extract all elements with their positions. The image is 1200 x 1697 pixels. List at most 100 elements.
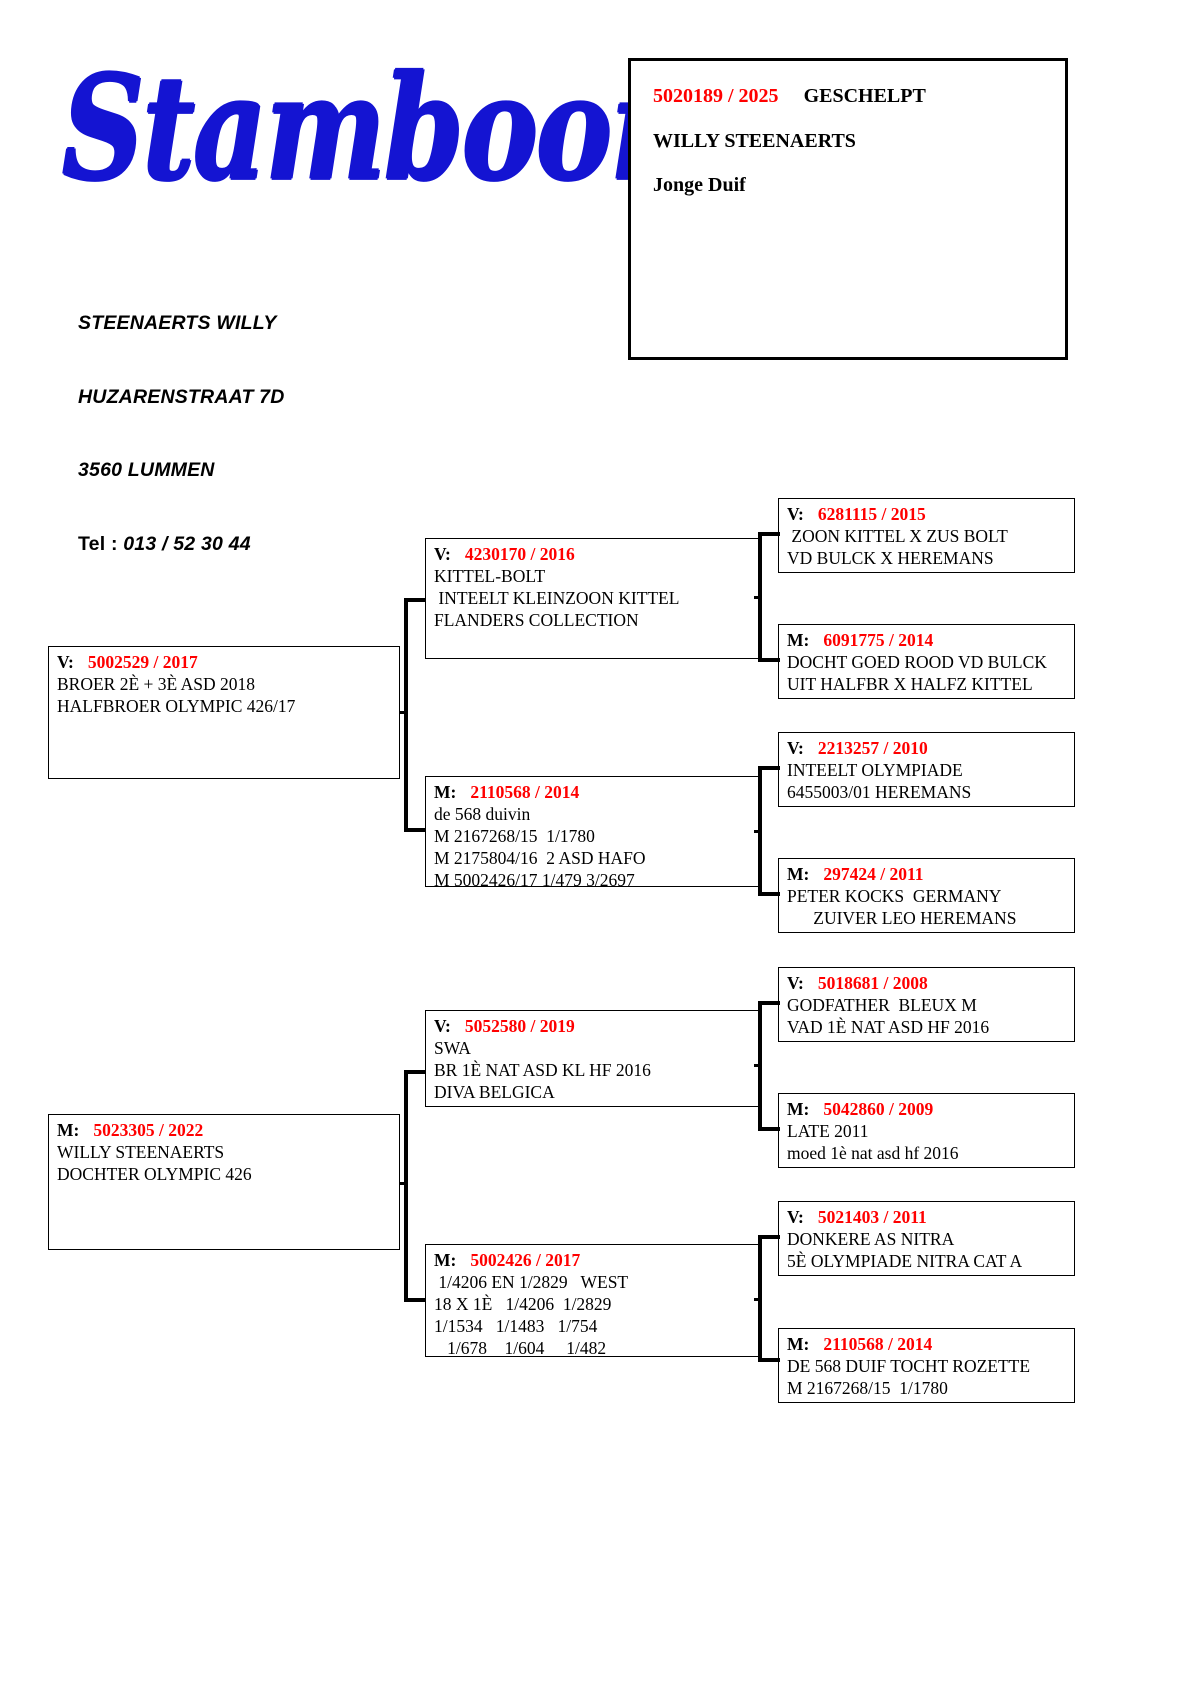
ds-sire-sex: V:	[787, 973, 804, 993]
dd-dam-ring: 2110568 / 2014	[823, 1334, 933, 1354]
ss-dam-line-2: UIT HALFBR X HALFZ KITTEL	[787, 674, 1033, 694]
pedigree-box-sire: V:5002529 / 2017 BROER 2È + 3È ASD 2018 …	[48, 646, 400, 779]
ss-sire-sex: V:	[787, 504, 804, 524]
sire-header: V: 5002529 / 2017	[57, 651, 399, 673]
address-line-2: HUZARENSTRAAT 7D	[78, 385, 285, 408]
address-line-3: 3560 LUMMEN	[78, 459, 215, 481]
sire-dam-ring: 2110568 / 2014	[470, 782, 580, 802]
dam-dam-line-4: 1/678 1/604 1/482	[434, 1338, 607, 1357]
sd-sire-line-2: 6455003/01 HEREMANS	[787, 782, 972, 802]
connector-sd-stem	[754, 830, 760, 833]
owner-address: STEENAERTS WILLY HUZARENSTRAAT 7D 3560 L…	[78, 262, 285, 605]
dam-ring: 5023305 / 2022	[93, 1120, 204, 1140]
pedigree-box-sire-dam: M: 2110568 / 2014 de 568 duivin M 2167268…	[425, 776, 760, 887]
ss-sire-ring: 6281115 / 2015	[817, 504, 926, 524]
pedigree-box-ss-sire: V:6281115 / 2015 ZOON KITTEL X ZUS BOLT …	[778, 498, 1075, 573]
pigeon-status	[779, 85, 804, 107]
sire-sire-line-1: KITTEL-BOLT	[434, 566, 546, 586]
sire-line-1: BROER 2È + 3È ASD 2018	[57, 674, 256, 694]
dam-dam-line-1: 1/4206 EN 1/2829 WEST	[434, 1272, 629, 1292]
sire-line-2: HALFBROER OLYMPIC 426/17	[57, 696, 296, 716]
address-line-1: STEENAERTS WILLY	[78, 312, 277, 334]
connector-sire-stem	[400, 711, 406, 714]
sd-dam-line-2: ZUIVER LEO HEREMANS	[787, 908, 1017, 928]
connector-sire-bottom-arm	[404, 828, 426, 832]
dd-dam-sex: M:	[787, 1334, 810, 1354]
pigeon-ring-number: 5020189 / 2025	[653, 85, 779, 107]
dam-sire-header: V:5052580 / 2019	[434, 1015, 759, 1037]
dd-sire-sex: V:	[787, 1207, 804, 1227]
ss-sire-line-1: ZOON KITTEL X ZUS BOLT	[787, 526, 1008, 546]
ss-dam-header: M:6091775 / 2014	[787, 629, 1074, 651]
sd-dam-ring: 297424 / 2011	[823, 864, 924, 884]
sire-ring: 5002529 / 2017	[87, 652, 198, 672]
tel-number: 013 / 52 30 44	[123, 532, 251, 555]
sire-sex: V:	[57, 652, 74, 672]
dam-dam-header: M:5002426 / 2017	[434, 1249, 759, 1271]
dam-sire-sex: V:	[434, 1016, 451, 1036]
ss-sire-header: V: 6281115 / 2015	[787, 503, 1074, 525]
connector-dd-stem	[754, 1298, 760, 1301]
pedigree-box-sd-sire: V:2213257 / 2010 INTEELT OLYMPIADE 64550…	[778, 732, 1075, 807]
connector-ds-stem	[754, 1064, 760, 1067]
connector-dd-spine	[758, 1235, 762, 1362]
sd-dam-header: M: 297424 / 2011	[787, 863, 1074, 885]
sire-sire-line-2: INTEELT KLEINZOON KITTEL	[434, 588, 680, 608]
connector-dam-spine	[404, 1070, 408, 1302]
sire-sire-line-3: FLANDERS COLLECTION	[434, 610, 639, 630]
connector-sd-spine	[758, 766, 762, 896]
sire-dam-line-1: de 568 duivin	[434, 804, 531, 824]
dam-sex: M:	[57, 1120, 80, 1140]
pedigree-box-dd-dam: M: 2110568 / 2014 DE 568 DUIF TOCHT ROZET…	[778, 1328, 1075, 1403]
pedigree-box-dam: M: 5023305 / 2022 WILLY STEENAERTS DOCHTE…	[48, 1114, 400, 1250]
pedigree-box-ds-dam: M:5042860 / 2009 LATE 2011 moed 1è nat a…	[778, 1093, 1075, 1168]
connector-ss-bottom-arm	[758, 658, 780, 662]
pigeon-owner: WILLY STEENAERTS	[653, 130, 856, 152]
dam-dam-line-2: 18 X 1È 1/4206 1/2829	[434, 1294, 612, 1314]
connector-ss-top-arm	[758, 532, 780, 536]
ds-sire-ring: 5018681 / 2008	[817, 973, 928, 993]
connector-dd-bottom-arm	[758, 1358, 780, 1362]
connector-ds-spine	[758, 1001, 762, 1131]
pedigree-box-dam-dam: M:5002426 / 2017 1/4206 EN 1/2829 WEST 1…	[425, 1244, 760, 1357]
pigeon-id-box: 5020189 / 2025 GESCHELPT WILLY STEENAERT…	[628, 58, 1068, 360]
dam-line-2: DOCHTER OLYMPIC 426	[57, 1164, 252, 1184]
dd-sire-ring: 5021403 / 2011	[817, 1207, 927, 1227]
sire-dam-line-2: M 2167268/15 1/1780	[434, 826, 595, 846]
dam-header: M: 5023305 / 2022	[57, 1119, 399, 1141]
sire-sire-sex: V:	[434, 544, 451, 564]
dam-dam-line-3: 1/1534 1/1483 1/754	[434, 1316, 598, 1336]
dd-dam-line-2: M 2167268/15 1/1780	[787, 1378, 948, 1398]
ds-sire-line-1: GODFATHER BLEUX M	[787, 995, 977, 1015]
sire-dam-header: M: 2110568 / 2014	[434, 781, 759, 803]
sire-dam-line-4: M 5002426/17 1/479 3/2697	[434, 870, 635, 887]
pedigree-box-sire-sire: V:4230170 / 2016 KITTEL-BOLT INTEELT KLE…	[425, 538, 760, 659]
pigeon-status-label: GESCHELPT	[803, 85, 926, 107]
dam-sire-line-3: DIVA BELGICA	[434, 1082, 555, 1102]
sd-sire-header: V:2213257 / 2010	[787, 737, 1074, 759]
address-tel-line: Tel : 013 / 52 30 44	[78, 532, 285, 557]
ss-sire-line-2: VD BULCK X HEREMANS	[787, 548, 994, 568]
sd-dam-sex: M:	[787, 864, 810, 884]
ds-dam-line-1: LATE 2011	[787, 1121, 869, 1141]
dd-sire-line-1: DONKERE AS NITRA	[787, 1229, 955, 1249]
dd-dam-line-1: DE 568 DUIF TOCHT ROZETTE	[787, 1356, 1031, 1376]
connector-sd-bottom-arm	[758, 892, 780, 896]
connector-dam-stem	[400, 1182, 406, 1185]
dam-sire-line-2: BR 1È NAT ASD KL HF 2016	[434, 1060, 651, 1080]
dd-sire-line-2: 5È OLYMPIADE NITRA CAT A	[787, 1251, 1023, 1271]
pigeon-ring-row: 5020189 / 2025 GESCHELPT	[653, 85, 926, 108]
stamboom-logo: Stamboom	[62, 57, 731, 233]
connector-ss-spine	[758, 532, 762, 662]
ds-dam-sex: M:	[787, 1099, 810, 1119]
pedigree-box-ds-sire: V: 5018681 / 2008 GODFATHER BLEUX M VAD 1…	[778, 967, 1075, 1042]
sire-dam-sex: M:	[434, 782, 457, 802]
connector-dd-top-arm	[758, 1235, 780, 1239]
pedigree-box-dam-sire: V:5052580 / 2019 SWA BR 1È NAT ASD KL HF…	[425, 1010, 760, 1107]
ds-sire-line-2: VAD 1È NAT ASD HF 2016	[787, 1017, 990, 1037]
dam-sire-line-1: SWA	[434, 1038, 471, 1058]
dam-line-1: WILLY STEENAERTS	[57, 1142, 225, 1162]
connector-sd-top-arm	[758, 766, 780, 770]
connector-ss-stem	[754, 596, 760, 599]
